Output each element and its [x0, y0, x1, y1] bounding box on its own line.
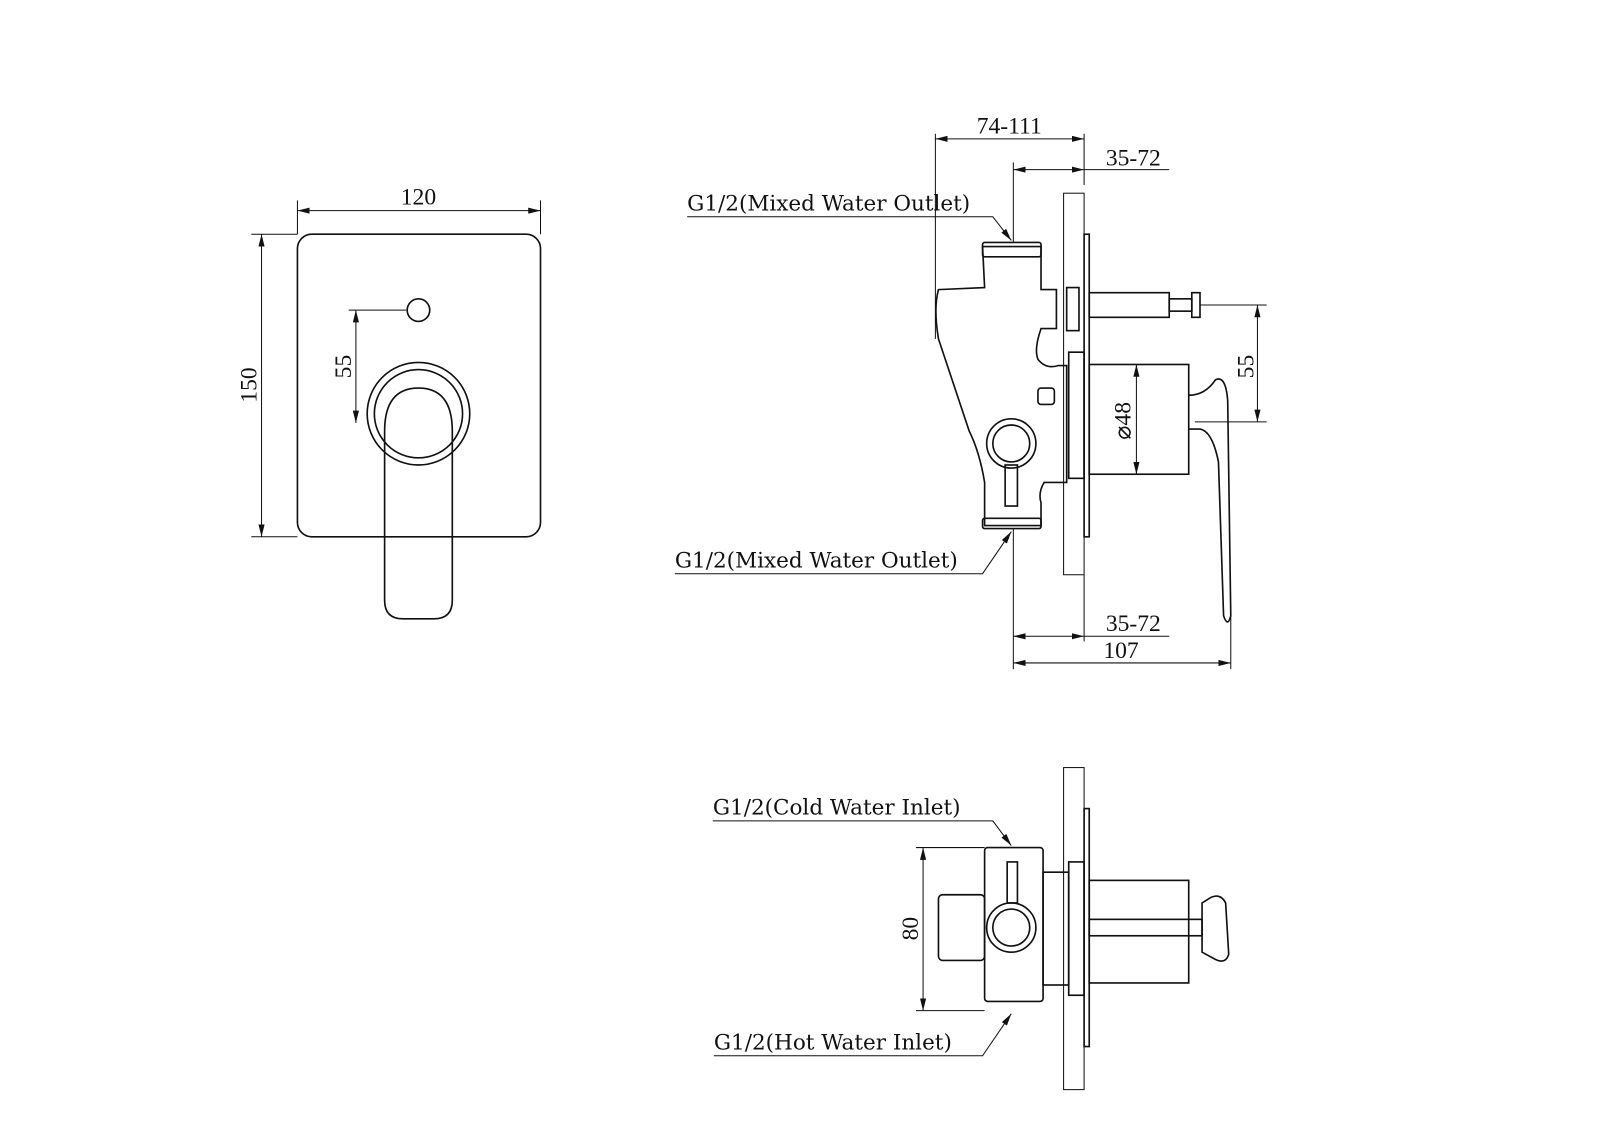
front-view: 120 150 55: [236, 184, 542, 620]
lever-base-outer: [366, 361, 471, 466]
diameter-dimension: ⌀48: [1110, 402, 1136, 440]
width-dimension: 120: [401, 184, 436, 210]
handle-offset-dimension: 55: [1233, 355, 1259, 379]
bottom-outlet-label: G1/2(Mixed Water Outlet): [675, 549, 958, 574]
handle-lever-top: [1201, 895, 1230, 962]
offset-dimension: 55: [331, 355, 357, 379]
height-dimension-top: 80: [898, 917, 924, 941]
diverter-button: [406, 298, 431, 323]
hot-inlet-label: G1/2(Hot Water Inlet): [714, 1031, 952, 1056]
lever-handle: [383, 387, 454, 620]
handle-sleeve: [1088, 363, 1190, 476]
lever-base-inner: [373, 368, 464, 459]
handle-sleeve-top: [1088, 879, 1190, 984]
side-view: 74-111 35-72 55 ⌀48 35-72 107 G1/2(Mixed…: [675, 114, 1267, 670]
cover-plate: [296, 233, 542, 538]
total-depth-dimension: 107: [1103, 638, 1139, 664]
top-outlet-label: G1/2(Mixed Water Outlet): [687, 192, 970, 217]
valve-body: [935, 245, 1068, 527]
height-dimension: 150: [236, 367, 262, 402]
depth-range-dimension: 74-111: [977, 114, 1042, 140]
cold-inlet-label: G1/2(Cold Water Inlet): [713, 796, 961, 821]
top-view: 80 G1/2(Cold Water Inlet) G1/2(Hot Water…: [713, 767, 1230, 1091]
wall-range-top-dimension: 35-72: [1106, 146, 1161, 172]
wall-range-bottom-dimension: 35-72: [1106, 611, 1161, 637]
wall-section-top: [1063, 767, 1085, 1091]
handle-lever-side: [1188, 378, 1232, 623]
